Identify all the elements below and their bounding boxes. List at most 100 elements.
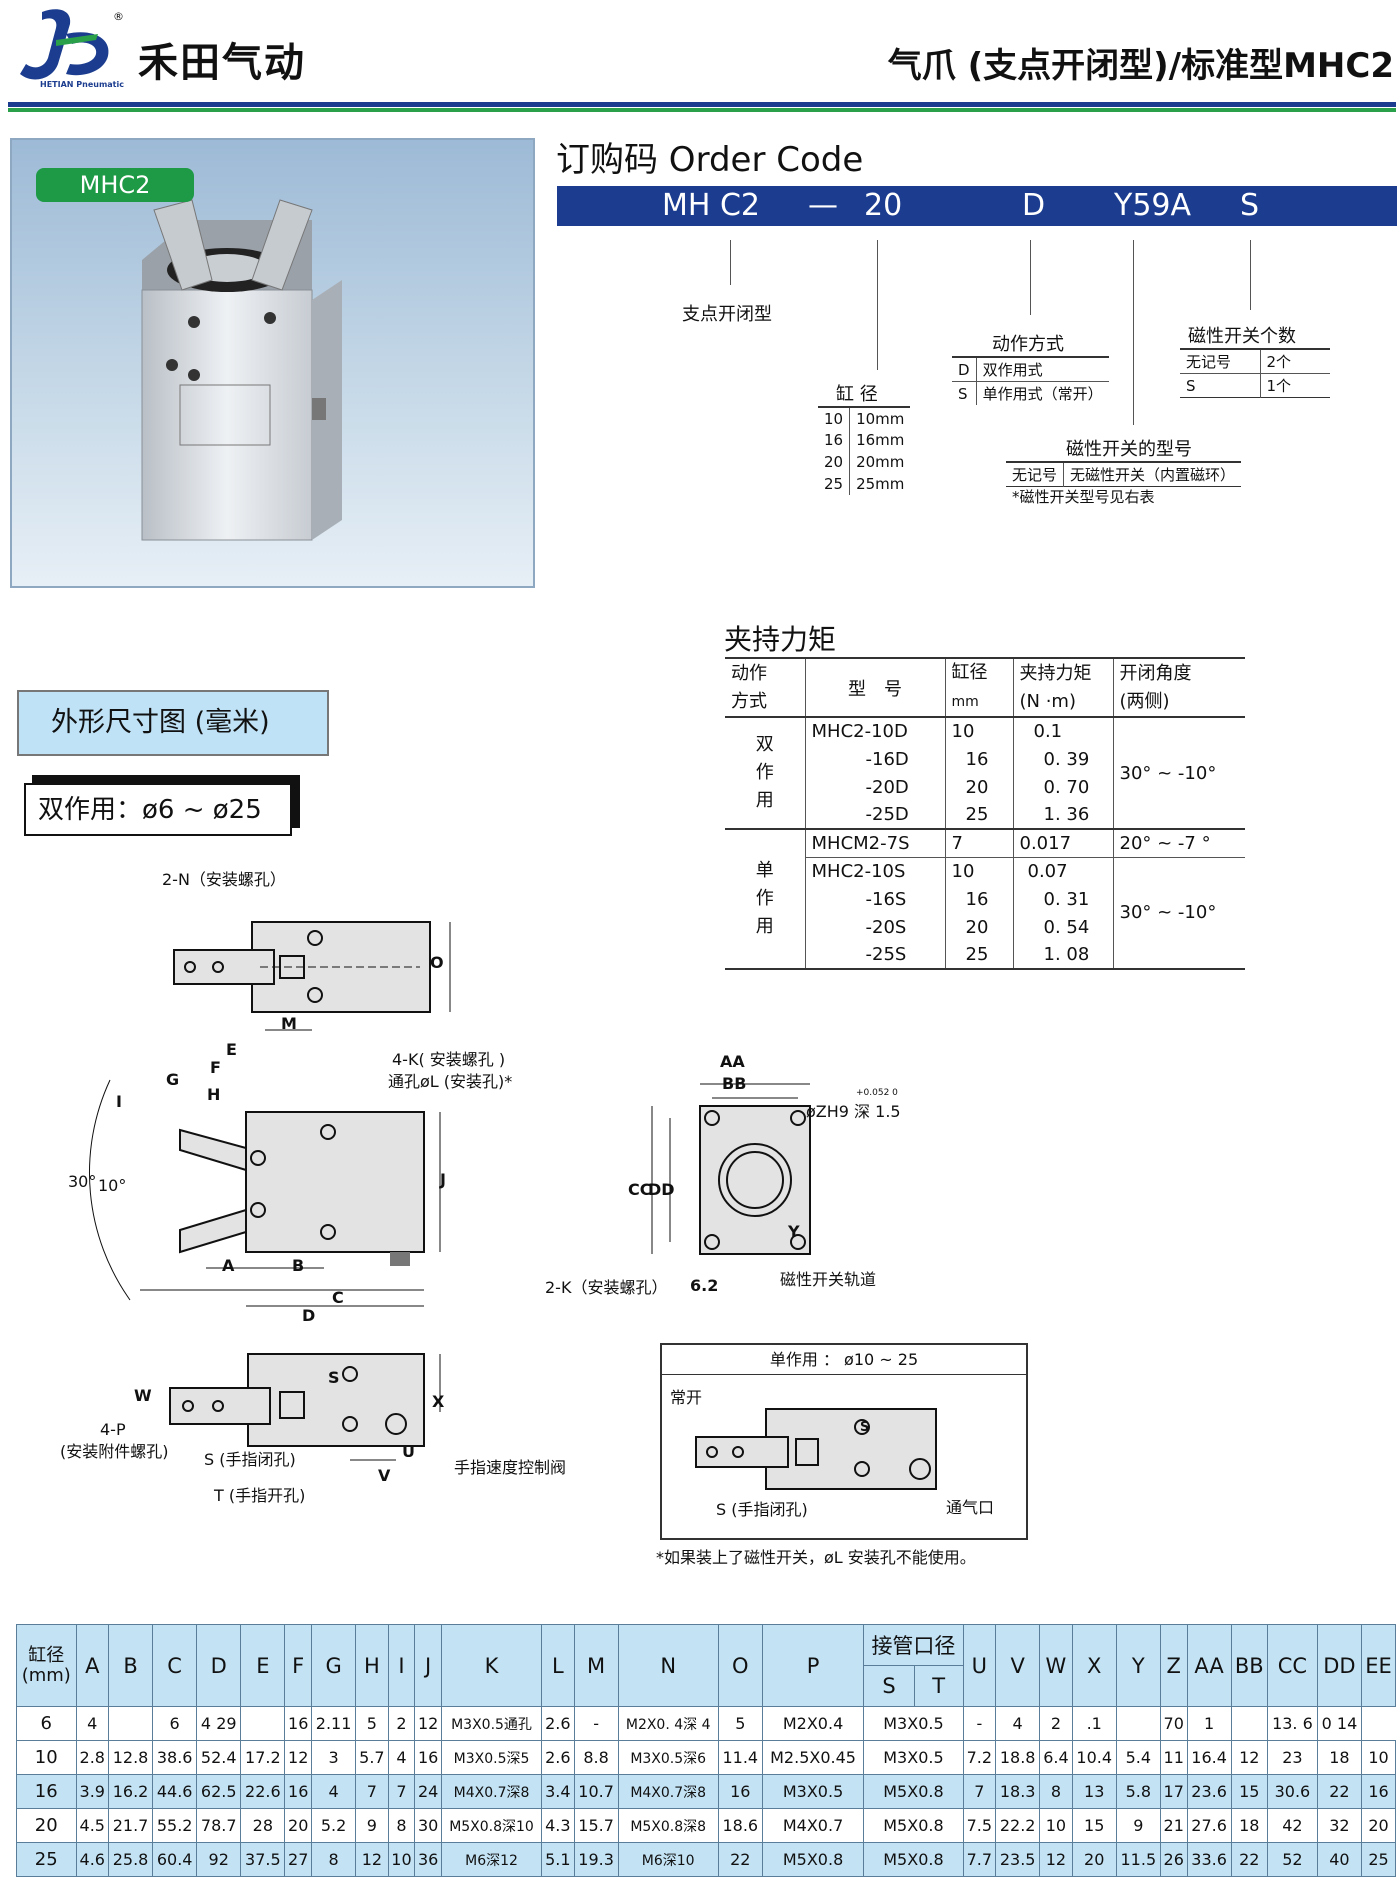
table-cell: M4X0.7深8 (617, 1774, 719, 1809)
table-cell: 23 (1266, 1740, 1318, 1775)
table-cell: 52 (1266, 1842, 1318, 1877)
table-cell: 2.6 (541, 1706, 575, 1741)
dim-w: W (134, 1386, 152, 1405)
th-z: Z (1159, 1624, 1188, 1707)
dim-a: A (222, 1256, 235, 1275)
dimension-section-title: 外形尺寸图 (毫米) (17, 690, 329, 756)
th-e: E (240, 1624, 286, 1707)
switch-model-note: *磁性开关型号见右表 (1012, 488, 1155, 506)
torque-title: 夹持力矩 (724, 623, 837, 656)
table-cell: 42 (1266, 1808, 1318, 1843)
s-close-label: S (手指闭孔) (204, 1450, 296, 1469)
table-cell: 21 (1159, 1808, 1188, 1843)
table-cell: 60.4 (152, 1842, 198, 1877)
dim-v: V (378, 1466, 391, 1485)
dim-o: O (430, 953, 444, 972)
header-divider (8, 102, 1396, 107)
table-cell: 16 (16, 1774, 77, 1809)
table-cell: 19.3 (573, 1842, 619, 1877)
t-open-label: T (手指开孔) (214, 1486, 306, 1505)
table-cell: 10 (16, 1740, 77, 1775)
table-cell: M5X0.8 (863, 1842, 964, 1877)
th-j: J (414, 1624, 442, 1707)
table-cell: 16 (1360, 1774, 1397, 1809)
table-cell: 38.6 (152, 1740, 198, 1775)
table-cell: 10 (1039, 1808, 1073, 1843)
table-cell: 4 (387, 1740, 416, 1775)
table-cell (240, 1706, 286, 1741)
table-cell: 12 (355, 1842, 389, 1877)
table-cell: 23.5 (995, 1842, 1041, 1877)
switch-model-table: 无记号无磁性开关（内置磁环） (1006, 461, 1242, 487)
leader-line (1030, 240, 1031, 315)
table-cell: 2.6 (541, 1740, 575, 1775)
dim-dd: DD (648, 1180, 675, 1199)
angle-10: 10° (98, 1176, 127, 1195)
double-acting-title: 双作用：ø6 ~ ø25 (24, 783, 292, 836)
table-cell: 2.11 (311, 1706, 357, 1741)
th-k: K (440, 1624, 543, 1707)
side-view-drawing (651, 1083, 811, 1255)
table-cell: 40 (1316, 1842, 1362, 1877)
th-angle: 开闭角度(两侧) (1112, 658, 1245, 717)
table-cell: 15 (1230, 1774, 1268, 1809)
table-cell: M3X0.5深5 (440, 1740, 543, 1775)
table-cell: 5.2 (311, 1808, 357, 1843)
table-cell: 3.9 (75, 1774, 110, 1809)
table-cell: 4 (311, 1774, 357, 1809)
table-cell: 23.6 (1186, 1774, 1232, 1809)
table-cell: 21.7 (107, 1808, 154, 1843)
table-cell: - (962, 1706, 997, 1741)
table-cell: M2.5X0.45 (761, 1740, 865, 1775)
th-x: X (1071, 1624, 1117, 1707)
th-model: 型 号 (804, 658, 945, 717)
table-cell: 18.6 (717, 1808, 763, 1843)
table-cell: 4.3 (541, 1808, 575, 1843)
dim-f: F (210, 1058, 221, 1077)
th-h: H (355, 1624, 389, 1707)
table-cell: 25 (1360, 1842, 1397, 1877)
leader-line (1133, 240, 1134, 425)
table-cell: 11 (1159, 1740, 1188, 1775)
order-seg-series: MH C2 (662, 188, 761, 223)
dim-b: B (292, 1256, 305, 1275)
dim-u: U (402, 1442, 415, 1461)
th-bb: BB (1230, 1624, 1268, 1707)
dim-e: E (226, 1040, 237, 1059)
table-cell: 37.5 (240, 1842, 286, 1877)
table-cell: 18 (1230, 1808, 1268, 1843)
table-cell: 55.2 (152, 1808, 198, 1843)
table-cell: 9 (1115, 1808, 1161, 1843)
th-y: Y (1115, 1624, 1161, 1707)
table-cell: 62.5 (196, 1774, 242, 1809)
table-cell: 2 (387, 1706, 416, 1741)
table-cell: 3 (311, 1740, 357, 1775)
table-cell: 16 (717, 1774, 763, 1809)
table-cell: 16.2 (107, 1774, 154, 1809)
page-title: 气爪 (支点开闭型)/标准型MHC2 (887, 46, 1394, 86)
table-cell: 5 (717, 1706, 763, 1741)
th-l: L (541, 1624, 575, 1707)
dim-y: Y (788, 1222, 800, 1241)
table-cell: 26 (1159, 1842, 1188, 1877)
table-cell: 17.2 (240, 1740, 286, 1775)
table-cell: M4X0.7深8 (440, 1774, 543, 1809)
table-cell: 24 (414, 1774, 442, 1809)
registered-mark: ® (113, 10, 124, 23)
th-g: G (311, 1624, 357, 1707)
brand-name: 禾田气动 (138, 40, 306, 86)
table-cell: M4X0.7 (761, 1808, 865, 1843)
dim-j: J (440, 1170, 446, 1189)
dim-c: C (332, 1288, 344, 1307)
th-v: V (995, 1624, 1041, 1707)
table-cell: 9 (355, 1808, 389, 1843)
table-cell: 70 (1159, 1706, 1188, 1741)
table-cell: 27.6 (1186, 1808, 1232, 1843)
th-ee: EE (1360, 1624, 1397, 1707)
table-cell: 10 (387, 1842, 416, 1877)
table-cell: M3X0.5通孔 (440, 1706, 543, 1741)
